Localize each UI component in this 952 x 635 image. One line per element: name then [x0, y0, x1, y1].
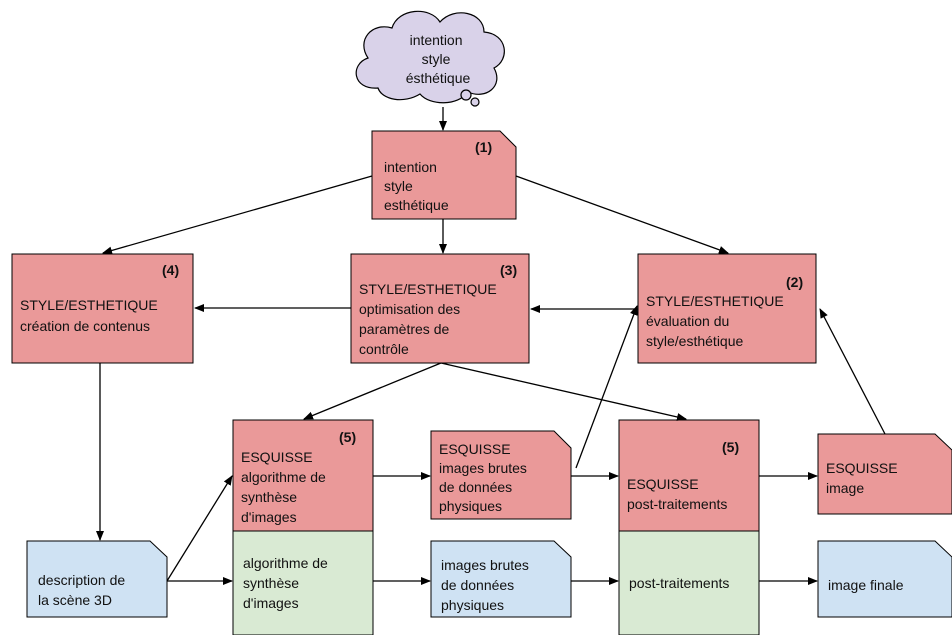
- node-2: (2) STYLE/ESTHETIQUE évaluation du style…: [637, 253, 817, 364]
- node-4-number: (4): [162, 262, 179, 278]
- node-3-box: [350, 253, 530, 364]
- node-5-post-number: (5): [722, 439, 739, 455]
- arrow-rawsketch-to-2: [575, 305, 638, 469]
- node-5-algo: (5) ESQUISSE algorithme de synthèse d'im…: [232, 419, 374, 532]
- node-5-algo-number: (5): [339, 429, 356, 445]
- raw-text: images brutes de données physiques: [441, 557, 533, 613]
- node-1-number: (1): [475, 139, 492, 155]
- node-1-doc: [371, 130, 517, 220]
- cloud-tail-small: [470, 97, 480, 107]
- cloud-text: intention style ésthétique: [406, 32, 471, 86]
- raw-doc: [430, 540, 572, 618]
- node-img-sketch: ESQUISSE image: [817, 433, 952, 515]
- node-5-algo-box: [232, 419, 374, 532]
- node-3-text: STYLE/ESTHETIQUE optimisation des paramè…: [359, 281, 501, 357]
- node-3-number: (3): [500, 262, 517, 278]
- node-final: image finale: [817, 540, 952, 618]
- arrow-3-to-5algo: [303, 362, 442, 420]
- img-sketch-doc: [817, 433, 952, 515]
- scene-text: description de la scène 3D: [38, 572, 129, 608]
- cloud-shape: [355, 10, 505, 104]
- arrow-1-to-2: [515, 175, 729, 254]
- scene-doc: [26, 540, 168, 618]
- raw-sketch-text: ESQUISSE images brutes de données physiq…: [439, 441, 531, 514]
- node-1: (1) intention style esthétique: [371, 130, 517, 220]
- node-2-text: STYLE/ESTHETIQUE évaluation du style/est…: [646, 293, 788, 349]
- node-4-box: [11, 253, 194, 364]
- algo-box: [232, 530, 374, 635]
- node-algo: algorithme de synthèse d'images: [232, 530, 374, 635]
- final-doc: [817, 540, 952, 618]
- node-4: (4) STYLE/ESTHETIQUE création de contenu…: [11, 253, 194, 364]
- node-4-text: STYLE/ESTHETIQUE création de contenus: [20, 297, 162, 334]
- node-5-post: (5) ESQUISSE post-traitements: [618, 419, 760, 532]
- node-5-post-text: ESQUISSE post-traitements: [627, 476, 727, 512]
- node-2-number: (2): [786, 274, 803, 290]
- node-raw: images brutes de données physiques: [430, 540, 572, 618]
- arrow-3-to-5post: [440, 362, 687, 421]
- node-3: (3) STYLE/ESTHETIQUE optimisation des pa…: [350, 253, 530, 364]
- node-1-text: intention style esthétique: [384, 159, 449, 213]
- node-scene: description de la scène 3D: [26, 540, 168, 618]
- algo-text: algorithme de synthèse d'images: [243, 555, 332, 611]
- arrow-1-to-4: [102, 175, 373, 255]
- arrow-scene-to-5algo: [166, 475, 233, 582]
- intention-cloud: intention style ésthétique: [355, 10, 505, 107]
- cloud-tail-large: [460, 89, 472, 101]
- raw-sketch-doc: [430, 430, 572, 520]
- node-5-post-box: [618, 419, 760, 532]
- node-post: post-traitements: [618, 530, 760, 635]
- final-text: image finale: [828, 577, 904, 593]
- arrows: [96, 107, 886, 585]
- img-sketch-text: ESQUISSE image: [826, 460, 901, 496]
- node-raw-sketch: ESQUISSE images brutes de données physiq…: [430, 430, 572, 520]
- post-box: [618, 530, 760, 635]
- post-text: post-traitements: [629, 575, 729, 591]
- node-2-box: [637, 253, 817, 364]
- node-5-algo-text: ESQUISSE algorithme de synthèse d'images: [241, 449, 330, 525]
- arrow-imgsketch-to-2: [819, 308, 886, 435]
